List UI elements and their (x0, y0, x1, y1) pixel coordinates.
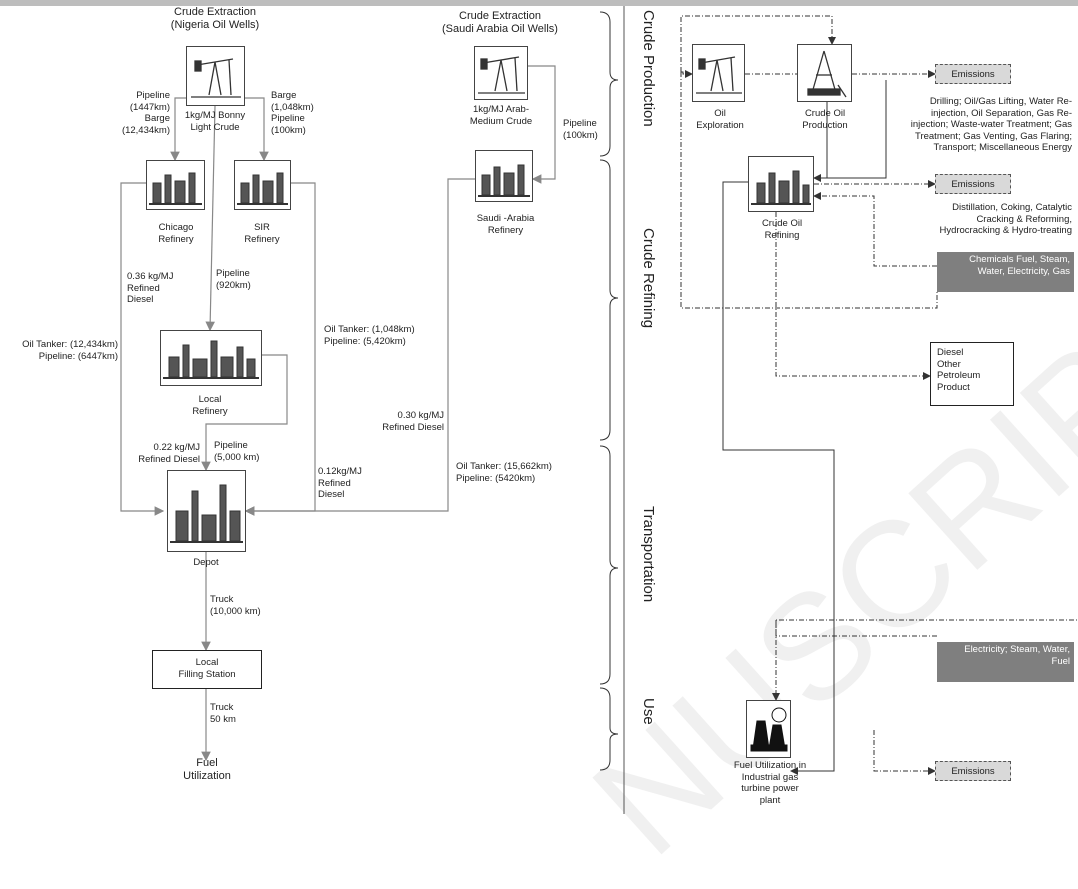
oil-pump-icon (186, 46, 245, 106)
emissions-box-use: Emissions (935, 761, 1011, 781)
oil-rig-icon (797, 44, 852, 102)
refining-activities-label: Distillation, Coking, Catalytic Cracking… (939, 202, 1072, 236)
refinery-icon (146, 160, 205, 210)
depot-label: Depot (193, 557, 219, 568)
diesel-products-box: Diesel Other Petroleum Product (930, 342, 1014, 406)
diesel-036-label: 0.36 kg/MJ Refined Diesel (127, 271, 174, 305)
bonny-crude-label: 1kg/MJ Bonny Light Crude (184, 110, 246, 133)
oil-pump-icon (474, 46, 528, 100)
saudi-refinery-label: Saudi -Arabia Refinery (476, 213, 535, 236)
emissions-box-refining: Emissions (935, 174, 1011, 194)
oil-exploration-icon (692, 44, 745, 102)
fuel-utilization-label: Fuel Utilization (183, 757, 231, 782)
refinery-icon (475, 150, 533, 202)
truck-10000-label: Truck (10,000 km) (210, 594, 261, 617)
filling-station-box: Local Filling Station (152, 650, 262, 689)
electricity-input-box: Electricity; Steam, Water, Fuel (937, 642, 1074, 682)
stage-transportation: Transportation (640, 506, 657, 603)
arab-crude-label: 1kg/MJ Arab- Medium Crude (469, 104, 533, 127)
emissions-box-production: Emissions (935, 64, 1011, 84)
refinery-icon (234, 160, 291, 210)
barge-pipeline-right-label: Barge (1,048km) Pipeline (100km) (271, 90, 314, 136)
stage-crude-production: Crude Production (640, 10, 657, 127)
oil-tanker-mid-label: Oil Tanker: (1,048km) Pipeline: (5,420km… (324, 324, 415, 347)
production-activities-label: Drilling; Oil/Gas Lifting, Water Re- inj… (910, 96, 1072, 153)
oil-tanker-left-label: Oil Tanker: (12,434km) Pipeline: (6447km… (22, 339, 118, 362)
saudi-title: Crude Extraction (Saudi Arabia Oil Wells… (442, 10, 558, 35)
top-bar (0, 0, 1078, 6)
pipeline-barge-left-label: Pipeline (1447km) Barge (12,434km) (121, 90, 170, 136)
diesel-012-label: 0.12kg/MJ Refined Diesel (318, 466, 362, 500)
nigeria-title: Crude Extraction (Nigeria Oil Wells) (170, 6, 260, 31)
power-plant-label: Fuel Utilization in Industrial gas turbi… (733, 760, 807, 806)
pipeline-5000-label: Pipeline (5,000 km) (214, 440, 260, 463)
chicago-refinery-label: Chicago Refinery (158, 222, 194, 245)
diesel-022-label: 0.22 kg/MJ Refined Diesel (138, 442, 200, 465)
stage-use: Use (640, 698, 657, 725)
truck-50-label: Truck 50 km (210, 702, 236, 725)
refinery-icon (160, 330, 262, 386)
stage-crude-refining: Crude Refining (640, 228, 657, 329)
pipeline-100-label: Pipeline (100km) (563, 118, 598, 141)
sir-refinery-label: SIR Refinery (244, 222, 280, 245)
power-plant-icon (746, 700, 791, 758)
connector-lines (120, 6, 1078, 814)
pipeline-920-label: Pipeline (920km) (216, 268, 251, 291)
oil-tanker-saudi-label: Oil Tanker: (15,662km) Pipeline: (5420km… (456, 461, 552, 484)
crude-oil-refining-label: Crude Oil Refining (761, 218, 803, 241)
depot-icon (167, 470, 246, 552)
diesel-030-label: 0.30 kg/MJ Refined Diesel (382, 410, 444, 433)
crude-oil-production-label: Crude Oil Production (802, 108, 848, 131)
chemicals-input-box: Chemicals Fuel, Steam, Water, Electricit… (937, 252, 1074, 292)
refinery-icon (748, 156, 814, 212)
local-refinery-label: Local Refinery (192, 394, 228, 417)
oil-exploration-label: Oil Exploration (696, 108, 744, 131)
